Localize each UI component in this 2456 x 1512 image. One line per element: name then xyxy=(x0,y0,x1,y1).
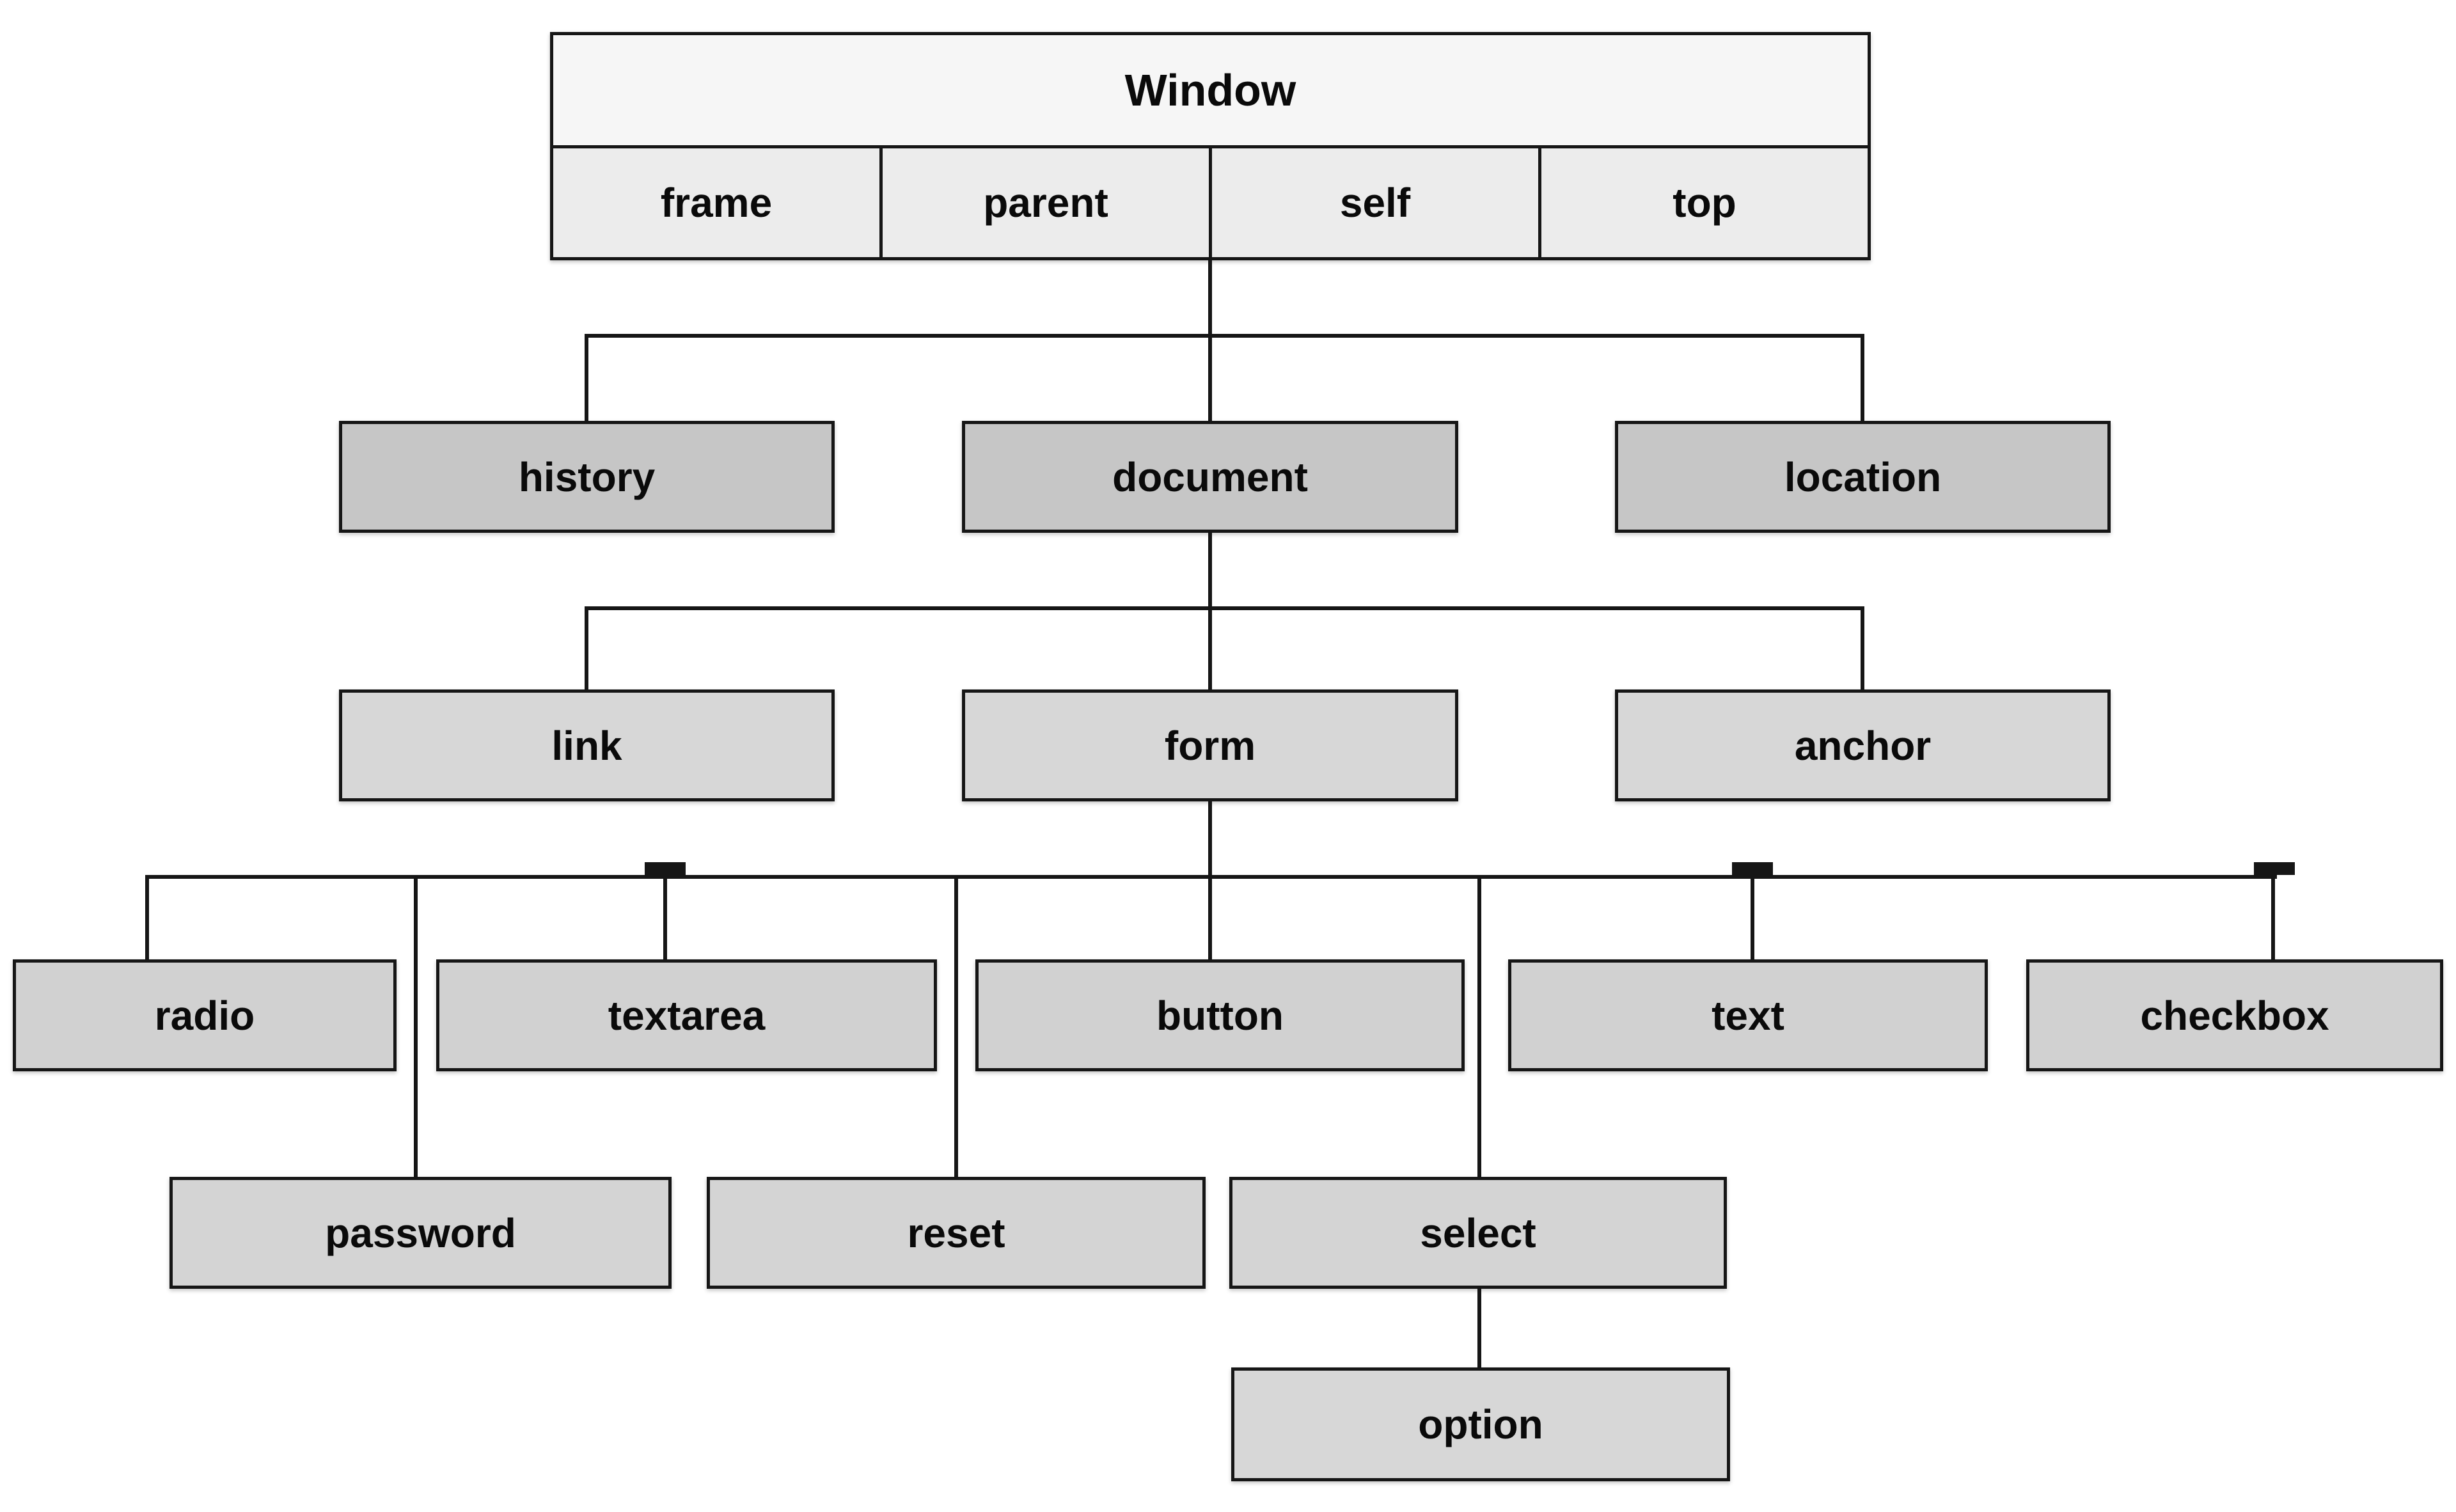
node-link: link xyxy=(339,689,835,801)
node-window: Window frame parent self top xyxy=(550,32,1871,260)
node-text: text xyxy=(1508,959,1988,1071)
node-document: document xyxy=(962,421,1458,533)
junction-tick-checkbox xyxy=(2254,862,2295,875)
connector-drop-anchor xyxy=(1861,606,1864,689)
node-location: location xyxy=(1615,421,2111,533)
node-checkbox: checkbox xyxy=(2026,959,2443,1071)
node-password: password xyxy=(169,1177,672,1289)
node-parent: parent xyxy=(879,148,1209,257)
node-select: select xyxy=(1229,1177,1727,1289)
window-property-cells: frame parent self top xyxy=(553,145,1868,257)
node-form: form xyxy=(962,689,1458,801)
connector-drop-textarea xyxy=(663,865,667,959)
node-window-label: Window xyxy=(553,35,1868,145)
node-anchor: anchor xyxy=(1615,689,2111,801)
connector-drop-password xyxy=(414,875,418,1177)
connector-drop-history xyxy=(585,334,588,422)
connector-form-button-vertical xyxy=(1208,801,1212,959)
connector-select-option-vertical xyxy=(1477,1289,1481,1367)
connector-form-children-horizontal xyxy=(147,875,2277,879)
connector-document-form-vertical xyxy=(1208,533,1212,689)
node-radio: radio xyxy=(13,959,397,1071)
connector-window-children-horizontal xyxy=(585,334,1864,338)
connector-drop-link xyxy=(585,606,588,689)
connector-drop-checkbox xyxy=(2271,865,2275,959)
junction-tick-textarea xyxy=(645,862,686,875)
node-textarea: textarea xyxy=(436,959,937,1071)
node-option: option xyxy=(1231,1367,1730,1481)
node-history: history xyxy=(339,421,835,533)
node-reset: reset xyxy=(707,1177,1206,1289)
node-button: button xyxy=(975,959,1465,1071)
connector-drop-reset xyxy=(954,875,958,1177)
connector-window-document-vertical xyxy=(1208,260,1212,422)
connector-drop-select xyxy=(1477,875,1481,1177)
node-top: top xyxy=(1538,148,1868,257)
node-frame: frame xyxy=(553,148,879,257)
node-self: self xyxy=(1209,148,1538,257)
junction-tick-text xyxy=(1732,862,1773,875)
connector-drop-location xyxy=(1861,334,1864,422)
connector-drop-radio xyxy=(145,875,149,959)
connector-drop-text xyxy=(1751,865,1754,959)
connector-document-children-horizontal xyxy=(585,606,1864,610)
